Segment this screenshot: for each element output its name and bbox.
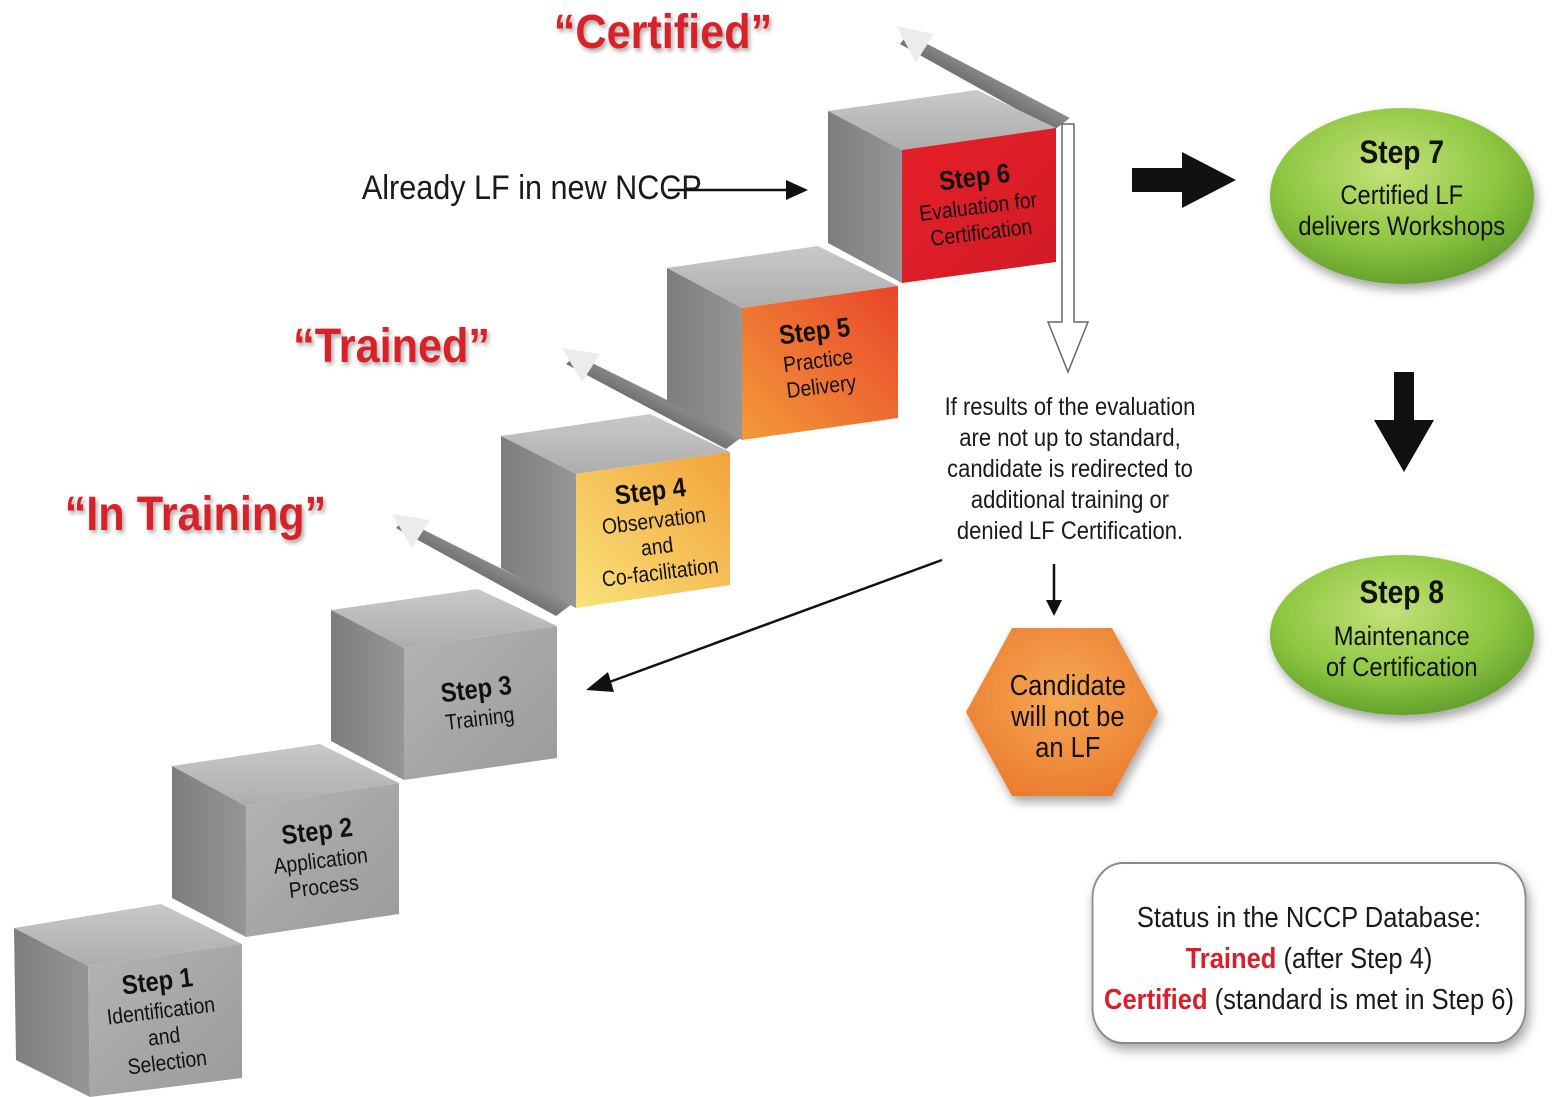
step-3-label: Step 3 Training	[439, 671, 516, 736]
down-arrow-to-step-8	[1374, 372, 1434, 472]
candidate-hexagon	[966, 628, 1158, 796]
step-4-line: and	[640, 533, 675, 561]
evaluation-note-line: additional training or	[970, 486, 1170, 514]
step-7-title: Step 7	[1360, 135, 1444, 170]
progress-bar-certified	[896, 26, 1070, 130]
down-arrow-to-hexagon	[1046, 564, 1062, 616]
status-trained-detail: (after Step 4)	[1276, 943, 1433, 975]
evaluation-note-line: denied LF Certification.	[956, 517, 1184, 545]
already-lf-label: Already LF in new NCCP	[362, 169, 702, 207]
step-8-line: Maintenance	[1334, 622, 1470, 652]
already-lf-arrow	[668, 180, 808, 200]
redirect-arrow-to-step-3	[586, 558, 943, 692]
step-2-label: Step 2 Application Process	[272, 813, 369, 904]
hexagon-line: will not be	[1010, 699, 1124, 732]
status-trained-word: Trained	[1185, 943, 1277, 975]
step-3-cube	[331, 589, 557, 780]
stage-label-trained: “Trained”	[293, 319, 490, 373]
step-1-cube	[14, 904, 242, 1097]
hexagon-line: an LF	[1035, 730, 1100, 763]
step-5-cube	[667, 246, 898, 440]
progress-bar-in-training	[392, 514, 572, 616]
step-8-title: Step 8	[1360, 575, 1444, 610]
hexagon-line: Candidate	[1010, 668, 1126, 701]
step-8-line: of Certification	[1326, 653, 1478, 683]
progress-bar-trained	[562, 348, 742, 449]
step-7-oval	[1270, 108, 1534, 284]
step-7-line: delivers Workshops	[1298, 212, 1505, 242]
hollow-down-arrow	[1046, 123, 1090, 375]
evaluation-note-line: candidate is redirected to	[947, 455, 1193, 483]
right-arrow-to-step-7	[1132, 152, 1236, 208]
step-7-line: Certified LF	[1340, 181, 1463, 211]
evaluation-note-line: If results of the evaluation	[944, 393, 1196, 421]
status-certified-row: Certified (standard is met in Step 6)	[1093, 980, 1524, 1021]
stage-label-certified: “Certified”	[554, 5, 772, 59]
status-heading: Status in the NCCP Database:	[1136, 902, 1482, 934]
step-4-cube	[501, 414, 730, 608]
evaluation-note: If results of the evaluation are not up …	[925, 392, 1215, 547]
status-certified-word: Certified	[1104, 984, 1208, 1016]
step-6-cube	[828, 90, 1056, 283]
status-box: Status in the NCCP Database: Trained (af…	[1091, 862, 1527, 1044]
step-5-label: Step 5 Practice Delivery	[777, 313, 858, 404]
step-8-oval	[1270, 555, 1534, 715]
stage-label-in-training: “In Training”	[65, 487, 327, 541]
evaluation-note-line: are not up to standard,	[959, 424, 1181, 452]
status-certified-detail: (standard is met in Step 6)	[1207, 984, 1514, 1016]
status-trained-row: Trained (after Step 4)	[1093, 939, 1524, 980]
step-1-line: and	[147, 1023, 182, 1051]
step-2-cube	[172, 744, 399, 937]
